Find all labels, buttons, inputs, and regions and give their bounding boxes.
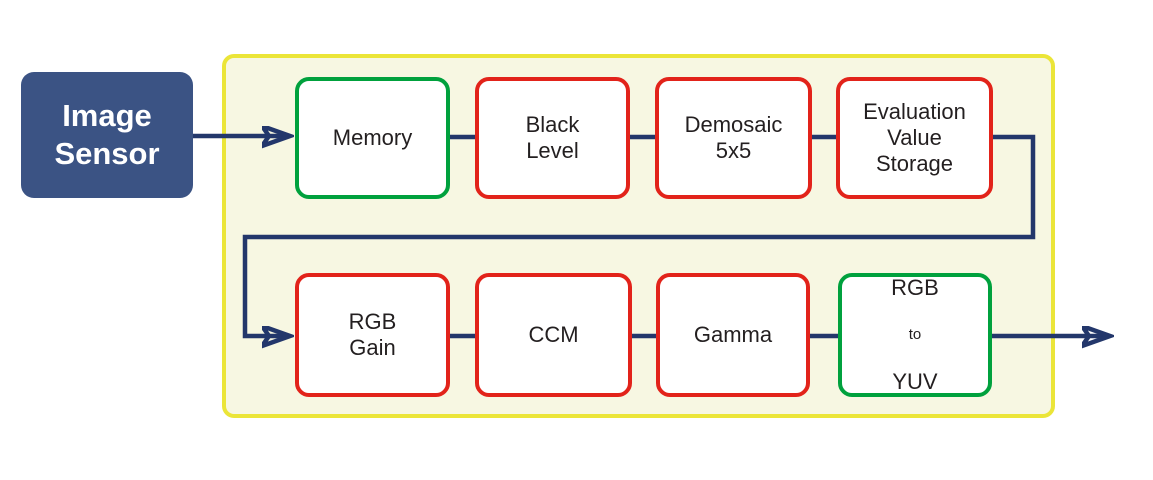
node-demosaic-5x5-label: Demosaic 5x5: [684, 112, 783, 163]
node-demosaic-5x5: Demosaic 5x5: [655, 77, 812, 199]
node-image-sensor: Image Sensor: [21, 72, 193, 198]
node-memory-label: Memory: [332, 125, 413, 151]
node-evaluation-value-storage-label: Evaluation Value Storage: [863, 99, 966, 176]
node-rgb-to-yuv-label: RGB to YUV: [891, 249, 939, 421]
node-gamma: Gamma: [656, 273, 810, 397]
node-rgb-to-yuv-label-bottom: YUV: [892, 369, 938, 395]
node-image-sensor-label: Image Sensor: [54, 98, 160, 171]
node-evaluation-value-storage: Evaluation Value Storage: [836, 77, 993, 199]
node-ccm: CCM: [475, 273, 632, 397]
node-rgb-to-yuv-label-mid: to: [908, 325, 922, 343]
node-gamma-label: Gamma: [693, 322, 773, 348]
node-rgb-to-yuv-label-top: RGB: [891, 274, 939, 300]
node-rgb-gain: RGB Gain: [295, 273, 450, 397]
node-rgb-to-yuv: RGB to YUV: [838, 273, 992, 397]
node-ccm-label: CCM: [528, 322, 579, 348]
node-black-level-label: Black Level: [525, 112, 580, 163]
node-rgb-gain-label: RGB Gain: [348, 309, 397, 360]
node-black-level: Black Level: [475, 77, 630, 199]
node-memory: Memory: [295, 77, 450, 199]
